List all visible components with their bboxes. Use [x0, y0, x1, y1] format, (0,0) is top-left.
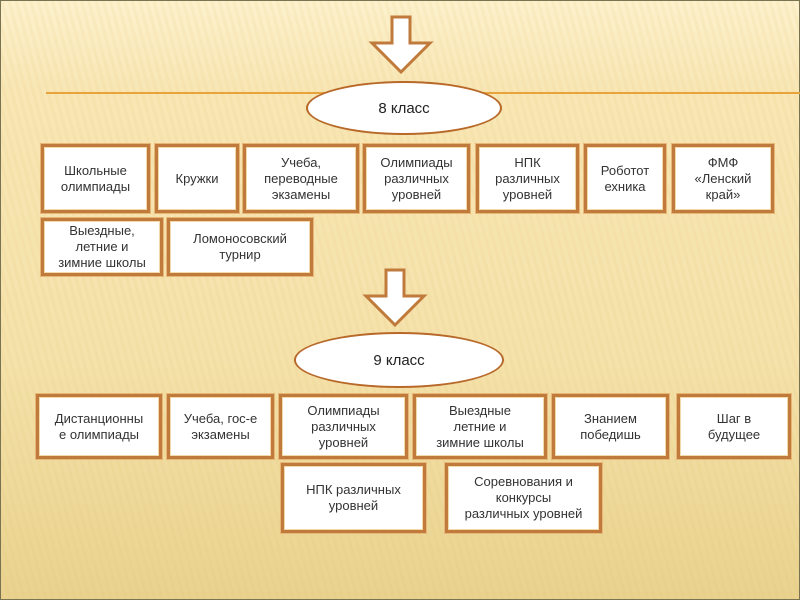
grade-8-title: 8 класс: [378, 99, 430, 117]
grade-8-item-clubs: Кружки: [155, 144, 239, 213]
grade-8-node: 8 класс: [306, 81, 502, 135]
grade-9-node: 9 класс: [294, 332, 504, 388]
down-arrow-icon: [362, 268, 428, 328]
grade-9-title: 9 класс: [373, 351, 425, 369]
down-arrow-icon: [368, 15, 434, 75]
